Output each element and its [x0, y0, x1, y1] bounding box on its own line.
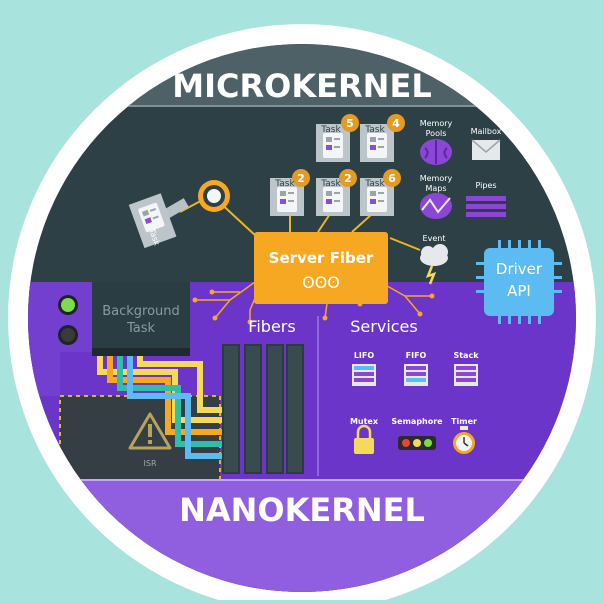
service-labels: LIFO FIFO Stack Mutex Semaphore Timer [350, 351, 479, 426]
pipes-icon [466, 196, 506, 217]
nanokernel-title: NANOKERNEL [179, 491, 425, 529]
mutex-lock-icon [354, 424, 374, 454]
event-icon [420, 244, 448, 285]
fiber-bars [222, 344, 304, 474]
task-number-badge: 6 [388, 172, 396, 185]
task-number-badge: 4 [392, 117, 400, 130]
driver-api-label-line2: API [507, 282, 531, 300]
wire-bundle [97, 356, 222, 459]
memory-maps-icon [420, 193, 452, 219]
task-label: Task [320, 179, 341, 189]
fifo-label: FIFO [406, 351, 427, 360]
services-heading: Services [350, 317, 417, 336]
memory-pools-label-line2: Pools [426, 129, 447, 138]
task-number-badge: 2 [297, 172, 305, 185]
semaphore-icon [398, 436, 436, 450]
fibers-heading: Fibers [248, 317, 295, 336]
lifo-label: LIFO [354, 351, 375, 360]
off-light-icon [61, 328, 75, 342]
microkernel-title: MICROKERNEL [172, 67, 431, 105]
timer-label: Timer [451, 417, 477, 426]
driver-api-label-line1: Driver [496, 260, 543, 278]
task-label: Task [364, 125, 385, 135]
mailbox-label: Mailbox [471, 127, 502, 136]
task-labels: Task Task Task Task Task 5 4 2 2 6 [274, 117, 400, 189]
memory-maps-label-line2: Maps [425, 184, 446, 193]
task-cards [270, 114, 405, 216]
memory-pools-icon [420, 139, 452, 165]
task-number-badge: 5 [346, 117, 354, 130]
isr-zone [60, 396, 220, 480]
task-label: Task [274, 179, 295, 189]
stack-label: Stack [453, 351, 479, 360]
kernel-object-labels: Memory Pools Mailbox Memory Maps Pipes E… [420, 119, 502, 243]
task-label: Task [364, 179, 385, 189]
mailbox-icon [471, 139, 501, 160]
background-task-label-line2: Task [126, 321, 156, 336]
server-fiber-label: Server Fiber [269, 249, 374, 267]
lifo-icon [352, 364, 376, 386]
semaphore-label: Semaphore [391, 417, 443, 426]
memory-maps-label-line1: Memory [420, 174, 453, 183]
rotated-task-card [128, 193, 177, 249]
isr-label: ISR [144, 459, 157, 468]
warning-icon [128, 412, 172, 450]
fifo-icon [404, 364, 428, 386]
background-task-block [92, 282, 190, 352]
server-fiber-box [254, 232, 388, 304]
task-label: Task [320, 125, 341, 135]
background-task-label-line1: Background [102, 304, 180, 319]
pipes-label: Pipes [475, 181, 496, 190]
server-fiber-symbol: ʘʘʘ [302, 273, 340, 292]
timer-icon [453, 426, 475, 454]
stack-icon [454, 364, 478, 386]
task-number-badge: 2 [344, 172, 352, 185]
green-light-icon [61, 298, 75, 312]
memory-pools-label-line1: Memory [420, 119, 453, 128]
event-label: Event [423, 234, 446, 243]
mutex-label: Mutex [350, 417, 379, 426]
driver-api-chip [476, 240, 562, 324]
